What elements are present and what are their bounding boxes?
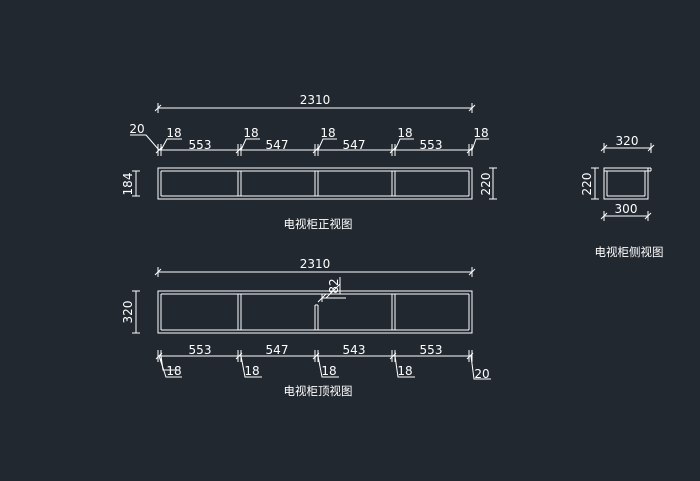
front-height-dimension: 220 <box>479 167 497 200</box>
front-thickness-label-2: 18 <box>243 126 258 140</box>
front-cabinet-body <box>157 167 473 200</box>
top-depth-dimension: 320 <box>121 290 140 334</box>
front-edge-offset-label: 20 <box>129 122 144 136</box>
side-view-title: 电视柜侧视图 <box>595 245 664 259</box>
front-view-title: 电视柜正视图 <box>284 217 353 231</box>
front-view: 2310 20 18 <box>121 93 497 231</box>
front-thickness-label-1: 18 <box>166 126 181 140</box>
side-height-dimension: 220 <box>580 167 599 200</box>
side-cabinet-body <box>603 167 652 200</box>
top-cabinet-body <box>157 290 473 334</box>
front-thickness-label-5: 18 <box>473 126 488 140</box>
front-bay-label-3: 547 <box>343 138 366 152</box>
top-edge-offset-label: 20 <box>474 367 489 381</box>
front-segment-dimension: 20 18 18 18 18 18 553 547 547 553 <box>129 122 489 156</box>
side-top-depth-label: 320 <box>616 134 639 148</box>
front-overall-dimension: 2310 <box>154 93 476 113</box>
top-view-title: 电视柜顶视图 <box>284 384 353 398</box>
side-bottom-depth-label: 300 <box>615 202 638 216</box>
top-view: 2310 82 <box>121 257 491 398</box>
top-overall-width-label: 2310 <box>300 257 331 271</box>
front-thickness-label-3: 18 <box>320 126 335 140</box>
side-height-label: 220 <box>580 173 594 196</box>
top-thickness-label-1: 18 <box>166 364 181 378</box>
front-bay-label-2: 547 <box>266 138 289 152</box>
side-top-dimension: 320 <box>600 134 655 153</box>
side-view: 320 220 300 电视柜侧视图 <box>580 134 664 259</box>
front-inner-height-dimension: 184 <box>121 170 140 197</box>
top-bay-label-2: 547 <box>266 343 289 357</box>
top-bay-label-1: 553 <box>189 343 212 357</box>
top-thickness-label-3: 18 <box>321 364 336 378</box>
top-partition-label: 82 <box>327 278 341 293</box>
front-thickness-label-4: 18 <box>397 126 412 140</box>
front-bay-label-4: 553 <box>420 138 443 152</box>
front-overall-width-label: 2310 <box>300 93 331 107</box>
top-thickness-label-2: 18 <box>244 364 259 378</box>
top-bay-label-3: 543 <box>343 343 366 357</box>
top-overall-dimension: 2310 <box>154 257 476 277</box>
top-bay-label-4: 553 <box>420 343 443 357</box>
front-bay-label-1: 553 <box>189 138 212 152</box>
front-height-label: 220 <box>479 173 493 196</box>
top-segment-dimension: 553 547 543 553 18 18 18 18 20 <box>155 343 491 381</box>
top-depth-label: 320 <box>121 301 135 324</box>
top-partition-dimension: 82 <box>317 277 346 303</box>
front-inner-height-label: 184 <box>121 173 135 196</box>
top-thickness-label-4: 18 <box>397 364 412 378</box>
side-bottom-dimension: 300 <box>600 202 652 221</box>
